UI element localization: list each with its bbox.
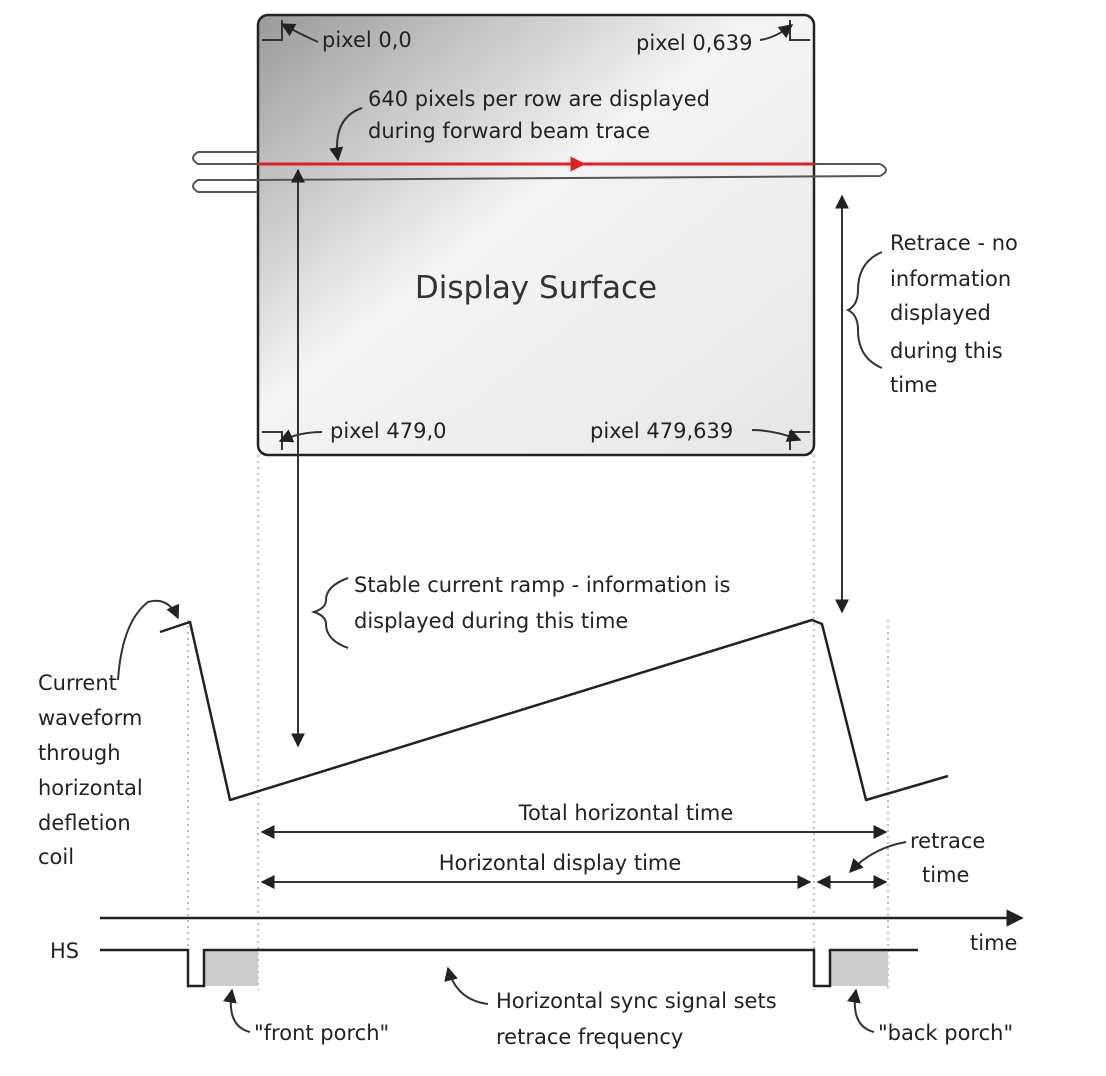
corner-label-top-left: pixel 0,0	[322, 28, 412, 52]
corner-leader	[280, 23, 319, 43]
hs-label: HS	[50, 939, 79, 963]
front-porch-region	[204, 950, 258, 986]
scan-line-loop	[192, 163, 887, 193]
current-waveform-label-line3: through	[38, 741, 121, 765]
sync-signal-note-line2: retrace frequency	[496, 1025, 683, 1049]
current-waveform-leader	[117, 599, 180, 681]
retrace-time-leader	[849, 841, 907, 874]
scan-line-loop	[192, 151, 258, 165]
forward-trace-note-line2: during forward beam trace	[368, 119, 650, 143]
sync-signal-leader	[444, 966, 489, 1005]
current-waveform-label-line4: horizontal	[38, 776, 143, 800]
retrace-brace	[845, 251, 883, 369]
sync-signal-note-line1: Horizontal sync signal sets	[496, 989, 777, 1013]
horizontal-display-time-label: Horizontal display time	[439, 851, 682, 875]
current-waveform-label-line2: waveform	[38, 706, 142, 730]
front-porch-leader	[223, 988, 251, 1033]
back-porch-region	[830, 950, 888, 986]
retrace-note-line5: time	[890, 373, 937, 397]
corner-leader	[759, 24, 794, 41]
retrace-note-line3: displayed	[890, 301, 991, 325]
display-surface	[256, 13, 816, 457]
stable-ramp-brace	[310, 577, 349, 649]
retrace-time-label-line2: time	[922, 863, 969, 887]
corner-leader	[751, 428, 802, 442]
forward-trace-leader	[329, 107, 363, 162]
back-porch-label: "back porch"	[878, 1021, 1013, 1045]
time-axis-label: time	[970, 931, 1017, 955]
stable-ramp-note-line2: displayed during this time	[354, 609, 628, 633]
retrace-note-line1: Retrace - no	[890, 231, 1018, 255]
current-waveform	[159, 618, 949, 802]
current-waveform-label-line6: coil	[38, 845, 74, 869]
current-waveform-label-line5: defletion	[38, 811, 131, 835]
corner-label-bottom-left: pixel 479,0	[330, 419, 447, 443]
hs-signal	[100, 948, 918, 988]
stable-ramp-note-line1: Stable current ramp - information is	[354, 573, 731, 597]
corner-label-bottom-right: pixel 479,639	[590, 419, 733, 443]
retrace-time-label-line1: retrace	[910, 829, 985, 853]
total-horizontal-time-label: Total horizontal time	[518, 801, 734, 825]
display-surface-title: Display Surface	[415, 270, 657, 306]
current-waveform-label-line1: Current	[38, 671, 117, 695]
retrace-note-line2: information	[890, 267, 1011, 291]
retrace-note-line4: during this	[890, 339, 1003, 363]
forward-trace-note-line1: 640 pixels per row are displayed	[368, 87, 710, 111]
back-porch-leader	[847, 988, 875, 1033]
corner-label-top-right: pixel 0,639	[636, 31, 753, 55]
front-porch-label: "front porch"	[254, 1021, 389, 1045]
